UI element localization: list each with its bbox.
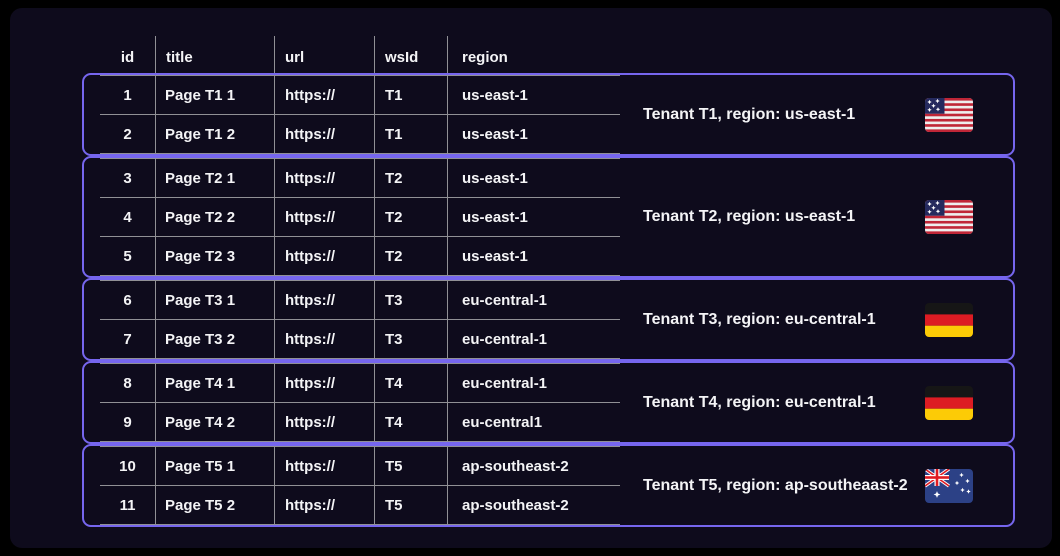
table-row: 8 Page T4 1 https:// T4 eu-central-1	[100, 363, 620, 402]
cell-id: 3	[100, 159, 156, 197]
cell-url: https://	[275, 281, 375, 319]
column-header-id: id	[100, 36, 156, 73]
table-row: 3 Page T2 1 https:// T2 us-east-1	[100, 158, 620, 197]
column-header-region: region	[462, 49, 508, 66]
table-row: 1 Page T1 1 https:// T1 us-east-1	[100, 75, 620, 114]
cell-id: 8	[100, 364, 156, 402]
germany-flag-icon	[925, 303, 973, 337]
cell-region: us-east-1	[462, 169, 528, 187]
table-row: 7 Page T3 2 https:// T3 eu-central-1	[100, 319, 620, 358]
cell-wsid: T1	[375, 76, 448, 114]
cell-id: 11	[100, 486, 156, 524]
cell-id: 4	[100, 198, 156, 236]
group-rows: 10 Page T5 1 https:// T5 ap-southeast-2 …	[100, 446, 620, 525]
cell-url: https://	[275, 76, 375, 114]
cell-title: Page T1 1	[156, 76, 275, 114]
tenant-group-t5: 10 Page T5 1 https:// T5 ap-southeast-2 …	[82, 444, 1015, 527]
cell-wsid: T3	[375, 281, 448, 319]
cell-region: us-east-1	[462, 125, 528, 143]
cell-title: Page T5 1	[156, 447, 275, 485]
column-header-url: url	[275, 36, 375, 73]
cell-wsid: T3	[375, 320, 448, 358]
cell-title: Page T4 1	[156, 364, 275, 402]
cell-id: 5	[100, 237, 156, 275]
table-row: 11 Page T5 2 https:// T5 ap-southeast-2	[100, 485, 620, 524]
cell-url: https://	[275, 486, 375, 524]
group-rows: 8 Page T4 1 https:// T4 eu-central-1 9 P…	[100, 363, 620, 442]
cell-url: https://	[275, 198, 375, 236]
cell-id: 6	[100, 281, 156, 319]
us-flag-icon	[925, 98, 973, 132]
cell-id: 7	[100, 320, 156, 358]
australia-flag-icon	[925, 469, 973, 503]
cell-wsid: T5	[375, 486, 448, 524]
cell-url: https://	[275, 320, 375, 358]
group-rows: 6 Page T3 1 https:// T3 eu-central-1 7 P…	[100, 280, 620, 359]
app-panel: id title url wsId region 1 Page T1 1 htt…	[10, 8, 1052, 548]
table-row: 10 Page T5 1 https:// T5 ap-southeast-2	[100, 446, 620, 485]
cell-wsid: T4	[375, 364, 448, 402]
cell-url: https://	[275, 364, 375, 402]
cell-title: Page T2 2	[156, 198, 275, 236]
column-header-wsid: wsId	[375, 36, 448, 73]
cell-wsid: T2	[375, 198, 448, 236]
cell-title: Page T5 2	[156, 486, 275, 524]
column-header-title: title	[156, 36, 275, 73]
cell-region: eu-central-1	[462, 374, 548, 392]
cell-url: https://	[275, 403, 375, 441]
tenant-groups: 1 Page T1 1 https:// T1 us-east-1 2 Page…	[82, 73, 1015, 527]
group-rows: 3 Page T2 1 https:// T2 us-east-1 4 Page…	[100, 158, 620, 276]
table-row: 9 Page T4 2 https:// T4 eu-central1	[100, 402, 620, 441]
tenant-group-t4: 8 Page T4 1 https:// T4 eu-central-1 9 P…	[82, 361, 1015, 444]
cell-id: 1	[100, 76, 156, 114]
cell-region: us-east-1	[462, 247, 528, 265]
cell-wsid: T2	[375, 237, 448, 275]
cell-region: ap-southeast-2	[462, 457, 569, 475]
cell-url: https://	[275, 159, 375, 197]
cell-region: eu-central-1	[462, 330, 548, 348]
cell-region: us-east-1	[462, 208, 528, 226]
tenant-label: Tenant T4, region: eu-central-1	[643, 393, 876, 411]
cell-title: Page T4 2	[156, 403, 275, 441]
tenant-group-t2: 3 Page T2 1 https:// T2 us-east-1 4 Page…	[82, 156, 1015, 278]
group-rows: 1 Page T1 1 https:// T1 us-east-1 2 Page…	[100, 75, 620, 154]
tenant-group-t3: 6 Page T3 1 https:// T3 eu-central-1 7 P…	[82, 278, 1015, 361]
cell-url: https://	[275, 447, 375, 485]
cell-wsid: T2	[375, 159, 448, 197]
cell-id: 10	[100, 447, 156, 485]
cell-region: ap-southeast-2	[462, 496, 569, 514]
cell-id: 2	[100, 115, 156, 153]
tenant-label: Tenant T3, region: eu-central-1	[643, 310, 876, 328]
cell-title: Page T2 3	[156, 237, 275, 275]
tenant-label: Tenant T2, region: us-east-1	[643, 208, 856, 225]
cell-title: Page T1 2	[156, 115, 275, 153]
cell-wsid: T5	[375, 447, 448, 485]
us-flag-icon	[925, 200, 973, 234]
cell-region: eu-central-1	[462, 291, 548, 309]
table-row: 4 Page T2 2 https:// T2 us-east-1	[100, 197, 620, 236]
tenant-group-t1: 1 Page T1 1 https:// T1 us-east-1 2 Page…	[82, 73, 1015, 156]
tenant-label: Tenant T1, region: us-east-1	[643, 105, 856, 123]
cell-title: Page T3 2	[156, 320, 275, 358]
cell-wsid: T4	[375, 403, 448, 441]
cell-title: Page T3 1	[156, 281, 275, 319]
germany-flag-icon	[925, 386, 973, 420]
cell-wsid: T1	[375, 115, 448, 153]
table-row: 6 Page T3 1 https:// T3 eu-central-1	[100, 280, 620, 319]
cell-region: eu-central1	[462, 413, 543, 431]
table-row: 5 Page T2 3 https:// T2 us-east-1	[100, 236, 620, 275]
cell-url: https://	[275, 237, 375, 275]
cell-title: Page T2 1	[156, 159, 275, 197]
cell-region: us-east-1	[462, 86, 528, 104]
tenant-label: Tenant T5, region: ap-southeaast-2	[643, 476, 908, 494]
table-header-row: id title url wsId region	[100, 36, 620, 73]
table-row: 2 Page T1 2 https:// T1 us-east-1	[100, 114, 620, 153]
cell-id: 9	[100, 403, 156, 441]
cell-url: https://	[275, 115, 375, 153]
